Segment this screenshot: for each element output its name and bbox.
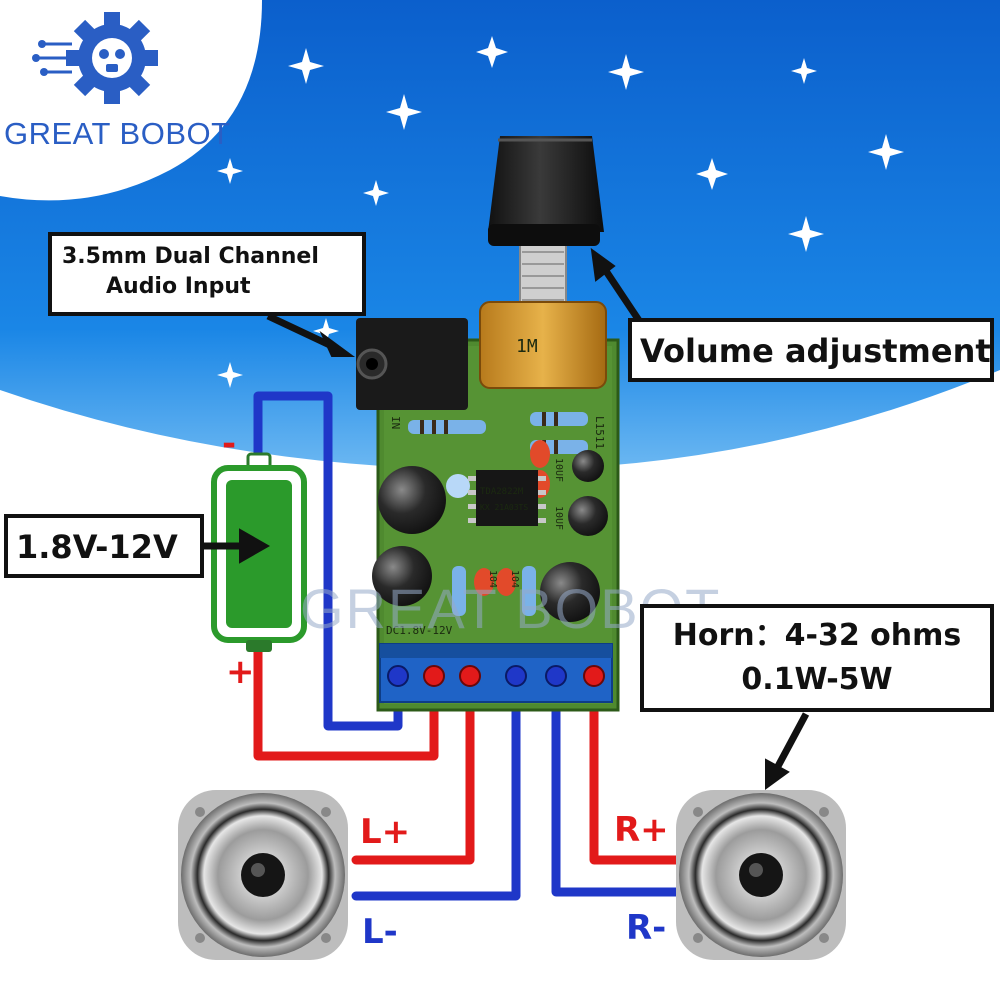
svg-text:104: 104 <box>509 570 520 588</box>
svg-text:1M: 1M <box>516 336 538 357</box>
svg-text:10UF: 10UF <box>553 458 564 482</box>
left-plus-label: L+ <box>360 812 411 852</box>
stars <box>127 36 904 388</box>
svg-text:TDA2822M: TDA2822M <box>480 487 524 497</box>
potentiometer <box>479 301 607 389</box>
left-speaker-icon <box>178 790 348 960</box>
audio-input-callout: 3.5mm Dual Channel Audio Input <box>48 232 366 316</box>
right-plus-label: R+ <box>614 810 669 850</box>
horn-line2: 0.1W-5W <box>741 662 893 697</box>
pointer-arrows <box>200 247 810 790</box>
amplifier-chip <box>476 470 538 526</box>
brand-name: GREAT BOBOT <box>4 116 231 151</box>
horn-line1: Horn：4-32 ohms <box>672 618 962 653</box>
left-minus-label: L- <box>362 912 398 952</box>
terminal-screws <box>387 665 605 687</box>
svg-text:DC1.8V-12V: DC1.8V-12V <box>386 624 453 637</box>
svg-text:10UF: 10UF <box>553 506 564 530</box>
audio-input-line1: 3.5mm Dual Channel <box>62 244 319 269</box>
battery-plus-label: + <box>226 652 255 692</box>
audio-jack <box>356 318 468 410</box>
right-minus-label: R- <box>626 908 667 948</box>
svg-text:104: 104 <box>487 570 498 588</box>
logo-gear-icon <box>32 12 158 104</box>
battery-minus-label: - <box>222 424 237 464</box>
voltage-callout: 1.8V-12V <box>4 514 204 578</box>
volume-text: Volume adjustment <box>640 332 991 370</box>
volume-callout: Volume adjustment <box>628 318 994 382</box>
audio-input-line2: Audio Input <box>106 274 251 299</box>
svg-text:IN: IN <box>389 416 402 429</box>
capacitors <box>372 440 608 622</box>
horn-callout: Horn：4-32 ohms 0.1W-5W <box>640 604 994 712</box>
wires <box>253 391 685 901</box>
pcb-board: 1M <box>356 301 620 712</box>
svg-text:KX 21A03TS: KX 21A03TS <box>480 503 528 512</box>
voltage-text: 1.8V-12V <box>16 528 178 566</box>
right-speaker-icon <box>676 790 846 960</box>
svg-text:L1511: L1511 <box>593 416 606 449</box>
battery-icon <box>211 452 307 652</box>
logo-corner <box>0 0 262 201</box>
